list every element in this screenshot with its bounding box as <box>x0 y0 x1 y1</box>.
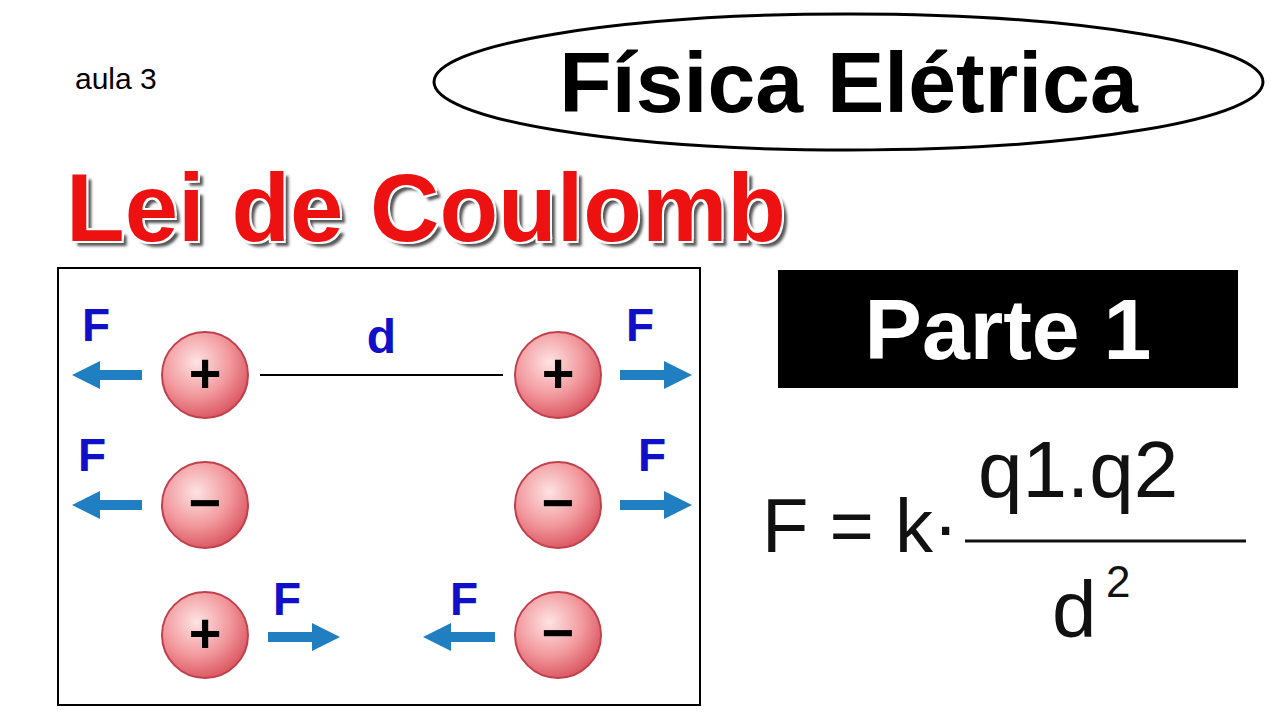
formula-numerator: q1.q2 <box>978 430 1178 510</box>
frame-box <box>58 268 700 705</box>
force-arrow <box>72 361 142 389</box>
force-label: F <box>450 576 478 622</box>
part-banner: Parte 1 <box>778 270 1238 388</box>
force-label: F <box>82 302 110 348</box>
node-label: Parte 1 <box>865 286 1152 372</box>
force-label: F <box>273 576 301 622</box>
force-arrow <box>620 491 692 519</box>
distance-label: d <box>365 313 398 361</box>
force-arrow <box>72 491 142 519</box>
charge-ball: + <box>160 330 250 420</box>
charge-ball: − <box>513 590 603 680</box>
distance-line <box>260 374 503 376</box>
force-label: F <box>78 432 106 478</box>
charge-ball: − <box>513 460 603 550</box>
charge-sign: − <box>542 475 575 531</box>
charge-ball: + <box>513 330 603 420</box>
force-arrows <box>72 361 692 651</box>
force-label: F <box>638 432 666 478</box>
force-label: F <box>626 302 654 348</box>
node-label: Física Elétrica <box>559 39 1137 125</box>
force-arrow <box>268 623 340 651</box>
formula-denominator: d <box>1052 570 1097 650</box>
force-arrow <box>423 623 495 651</box>
fraction-bar <box>965 540 1246 543</box>
charge-sign: − <box>542 605 575 661</box>
charge-sign: − <box>189 475 222 531</box>
charge-sign: + <box>189 345 222 401</box>
formula-exponent: 2 <box>1106 560 1130 604</box>
lesson-number: aula 3 <box>75 64 157 94</box>
charge-ball: − <box>160 460 250 550</box>
force-arrow <box>620 361 692 389</box>
title-ellipse: Física Elétrica <box>432 12 1265 152</box>
formula-left: F = k· <box>762 488 958 564</box>
charge-sign: + <box>189 605 222 661</box>
charge-sign: + <box>542 345 575 401</box>
main-heading: Lei de Coulomb <box>66 160 786 256</box>
charge-ball: + <box>160 590 250 680</box>
